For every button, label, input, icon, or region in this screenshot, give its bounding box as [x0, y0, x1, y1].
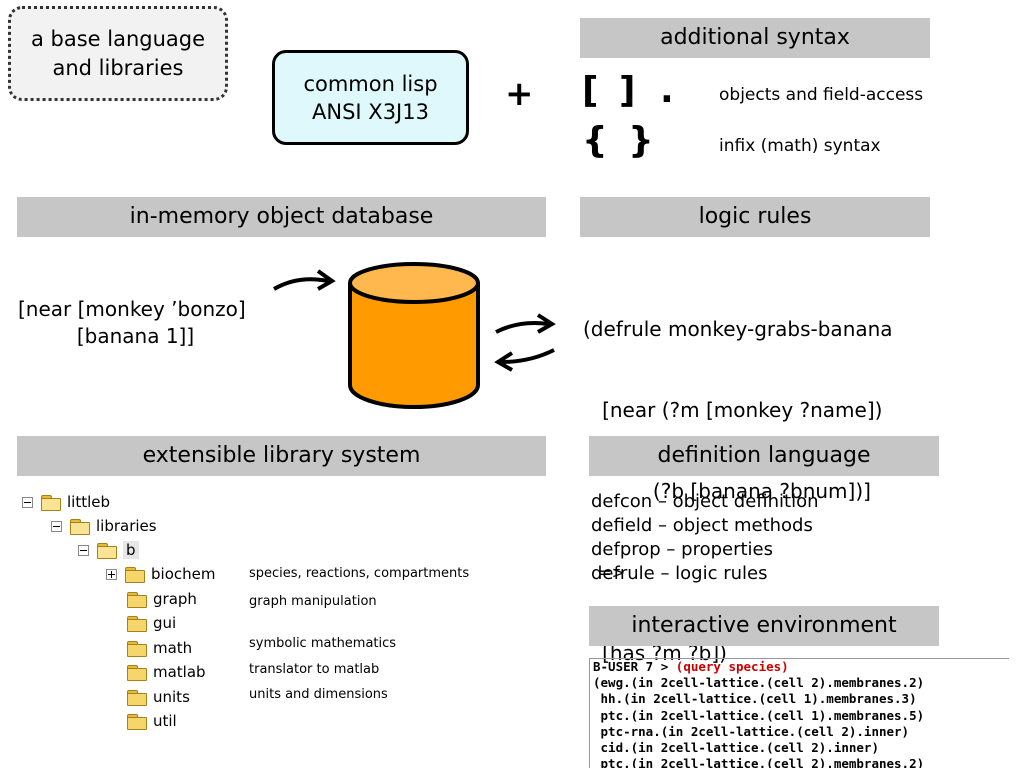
base-language-line2: and libraries [52, 55, 184, 80]
lisp-console[interactable]: B-USER 7 > (query species)(ewg.(in 2cell… [589, 658, 1009, 768]
tree-label: littleb [67, 493, 111, 511]
syntax-desc-objects: objects and field-access [719, 85, 924, 105]
tree-label: graph [153, 590, 197, 608]
collapse-icon[interactable] [22, 496, 33, 508]
console-prompt-line: B-USER 7 > (query species) [593, 659, 1009, 675]
tree-node-libraries[interactable]: libraries [51, 514, 157, 538]
folder-icon [127, 615, 147, 632]
tree-node-matlab[interactable]: matlab [127, 660, 206, 684]
object-database-header: in-memory object database [17, 197, 546, 237]
console-prompt: B-USER 7 > [593, 659, 676, 674]
bidirectional-arrows [494, 313, 556, 372]
console-output-line: cid.(in 2cell-lattice.(cell 2).inner) [593, 740, 879, 756]
expand-icon[interactable] [106, 568, 117, 580]
arrow-into-database [272, 269, 336, 291]
additional-syntax-header: additional syntax [580, 18, 930, 58]
tree-label: matlab [153, 663, 206, 681]
definition-item: defcon – object definition [591, 491, 819, 512]
tree-node-util[interactable]: util [127, 709, 177, 733]
definition-list: defcon – object definition defield – obj… [591, 490, 819, 586]
plus-sign: + [505, 74, 534, 114]
tree-label: math [153, 639, 193, 657]
definition-item: defrule – logic rules [591, 563, 768, 584]
console-output-line: hh.(in 2cell-lattice.(cell 1).membranes.… [593, 691, 917, 707]
console-output-line: ptc.(in 2cell-lattice.(cell 2).membranes… [593, 756, 925, 768]
library-description: species, reactions, compartments [249, 566, 470, 581]
common-lisp-line2: ANSI X3J13 [312, 99, 429, 124]
collapse-icon[interactable] [51, 520, 62, 532]
logic-rule-code: (defrule monkey-grabs-banana [near (?m [… [583, 262, 893, 694]
folder-icon [127, 689, 147, 706]
library-description: graph manipulation [249, 594, 377, 609]
tree-node-biochem[interactable]: biochem [106, 562, 215, 586]
dot-symbol: . [660, 70, 678, 111]
tree-label: libraries [96, 517, 157, 535]
definition-item: defield – object methods [591, 515, 813, 536]
folder-icon [127, 640, 147, 657]
folder-icon [125, 566, 145, 583]
collapse-icon[interactable] [78, 544, 89, 556]
definition-language-header: definition language [589, 436, 939, 476]
common-lisp-box: common lisp ANSI X3J13 [272, 50, 469, 145]
folder-icon [127, 664, 147, 681]
library-description: symbolic mathematics [249, 636, 397, 651]
syntax-desc-infix: infix (math) syntax [719, 136, 881, 156]
library-description: translator to matlab [249, 662, 380, 677]
tree-label: gui [153, 614, 177, 632]
tree-node-graph[interactable]: graph [127, 587, 197, 611]
rule-line: => [583, 563, 626, 582]
tree-label: units [153, 688, 190, 706]
common-lisp-line1: common lisp [303, 71, 438, 96]
tree-node-littleb[interactable]: littleb [22, 490, 110, 514]
tree-label: util [153, 712, 177, 730]
base-language-line1: a base language [30, 26, 206, 51]
tree-node-math[interactable]: math [127, 636, 192, 660]
rule-line: (defrule monkey-grabs-banana [583, 317, 893, 341]
folder-open-icon [97, 542, 117, 559]
tree-node-units[interactable]: units [127, 685, 190, 709]
library-description: units and dimensions [249, 687, 388, 702]
object-example-line2: [banana 1]] [76, 324, 195, 348]
definition-item: defprop – properties [591, 539, 774, 560]
console-command: (query species) [675, 659, 789, 674]
console-output-line: (ewg.(in 2cell-lattice.(cell 2).membrane… [593, 675, 925, 691]
folder-icon [127, 591, 147, 608]
database-cylinder-icon [348, 262, 480, 409]
tree-node-b[interactable]: b [78, 538, 139, 562]
console-output-line: ptc-rna.(in 2cell-lattice.(cell 2).inner… [593, 723, 910, 739]
rule-line: (?b [banana ?bnum])] [583, 479, 871, 503]
rule-line: [near (?m [monkey ?name]) [583, 398, 883, 422]
tree-label: biochem [151, 565, 216, 583]
folder-open-icon [41, 494, 61, 511]
logic-rules-header: logic rules [580, 197, 930, 237]
console-output-line: ptc.(in 2cell-lattice.(cell 1).membranes… [593, 707, 925, 723]
tree-label: b [123, 541, 139, 559]
curly-brackets-symbol: { } [582, 120, 658, 161]
object-example-line1: [near [monkey ’bonzo] [18, 297, 246, 321]
folder-open-icon [70, 518, 90, 535]
base-language-box: a base language and libraries [8, 6, 228, 101]
tree-node-gui[interactable]: gui [127, 611, 176, 635]
library-system-header: extensible library system [17, 436, 546, 476]
folder-icon [127, 713, 147, 730]
square-brackets-symbol: [ ] [582, 70, 640, 111]
interactive-environment-header: interactive environment [589, 606, 939, 646]
object-example: [near [monkey ’bonzo] [banana 1]] [18, 296, 253, 350]
